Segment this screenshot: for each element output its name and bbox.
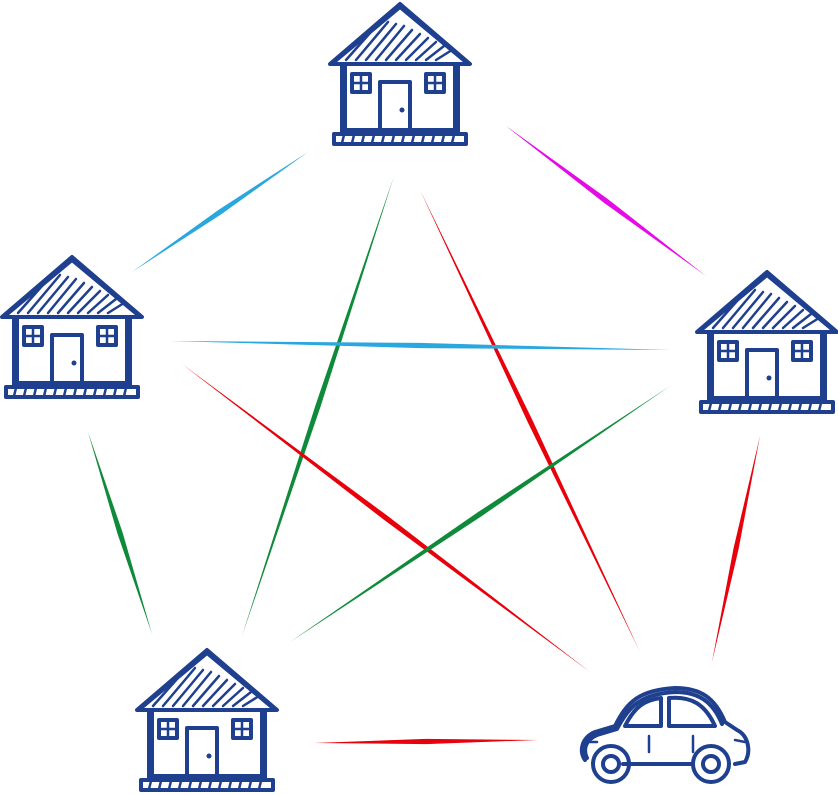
edge-house-top-to-house-left bbox=[132, 152, 308, 272]
house-bottom-left-icon bbox=[135, 648, 279, 792]
connections bbox=[88, 126, 760, 745]
edge-house-top-to-car bbox=[420, 190, 640, 652]
house-right-icon bbox=[695, 270, 838, 414]
edge-house-left-to-house-bottom-left bbox=[88, 432, 152, 634]
edge-house-left-to-car bbox=[182, 364, 590, 672]
edge-house-top-to-house-right bbox=[506, 126, 706, 276]
house-left-icon bbox=[0, 255, 144, 399]
edge-house-left-to-house-right bbox=[170, 341, 670, 350]
edge-house-right-to-house-bottom-left bbox=[290, 386, 670, 642]
house-top-icon bbox=[328, 2, 472, 146]
edge-house-top-to-house-bottom-left bbox=[242, 176, 394, 636]
car-icon bbox=[579, 686, 751, 784]
edge-house-right-to-car bbox=[712, 436, 760, 662]
edge-house-bottom-left-to-car bbox=[314, 738, 538, 745]
